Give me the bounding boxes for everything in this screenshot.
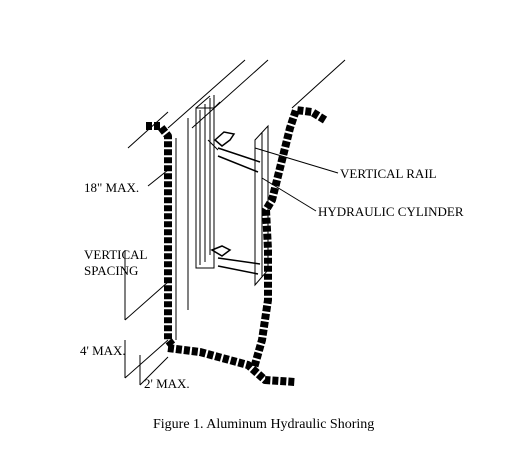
trench-top-edges bbox=[167, 59, 346, 129]
hydraulic-cylinder-upper bbox=[207, 131, 261, 173]
label-vertical-rail: VERTICAL RAIL bbox=[340, 166, 437, 181]
label-18-max: 18" MAX. bbox=[84, 180, 139, 195]
trench-bottom bbox=[167, 344, 296, 386]
left-trench-wall bbox=[146, 118, 189, 348]
vertical-rail-right bbox=[254, 124, 269, 287]
label-4-max: 4' MAX. bbox=[80, 343, 126, 358]
label-vertical: VERTICAL bbox=[84, 247, 148, 262]
hydraulic-cylinder-lower bbox=[210, 245, 261, 275]
label-spacing: SPACING bbox=[84, 263, 138, 278]
vertical-rail-left bbox=[195, 95, 221, 269]
right-trench-wall bbox=[250, 106, 328, 370]
label-2-max: 2' MAX. bbox=[144, 376, 190, 391]
label-hydraulic-cylinder: HYDRAULIC CYLINDER bbox=[318, 204, 464, 219]
leader-lines bbox=[124, 111, 339, 386]
figure-caption: Figure 1. Aluminum Hydraulic Shoring bbox=[153, 417, 374, 432]
